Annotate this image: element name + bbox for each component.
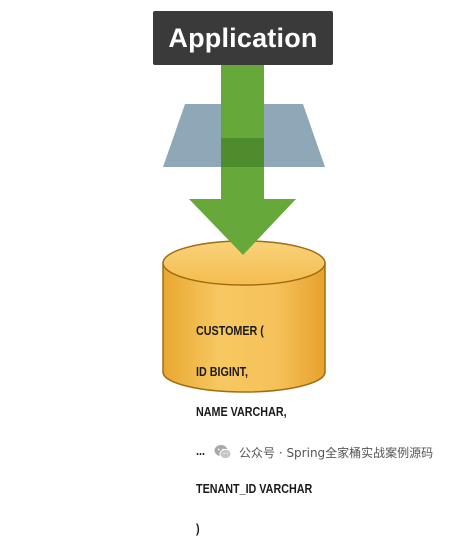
- footer-watermark: 公众号 · Spring全家桶实战案例源码: [213, 442, 433, 462]
- arrow-shaft-overlap: [221, 138, 264, 167]
- schema-line-name: NAME VARCHAR,: [196, 405, 287, 419]
- schema-line-table: CUSTOMER (: [196, 324, 264, 338]
- application-label: Application: [168, 22, 318, 53]
- arrow-head: [189, 199, 296, 255]
- schema-line-close: ): [196, 522, 200, 536]
- cylinder-body: [162, 262, 326, 393]
- schema-line-ellipsis: ...: [196, 443, 205, 458]
- schema-line-tenant-id: TENANT_ID VARCHAR: [196, 481, 313, 496]
- application-box: Application: [153, 11, 333, 65]
- schema-line-id: ID BIGINT,: [196, 364, 248, 379]
- footer-text: 公众号 · Spring全家桶实战案例源码: [239, 445, 434, 460]
- diagram-canvas: [162, 65, 326, 393]
- green-arrow: [189, 65, 296, 255]
- database-schema-text: CUSTOMER ( ID BIGINT, NAME VARCHAR, ... …: [196, 298, 312, 550]
- arrow-shaft: [221, 65, 264, 199]
- wechat-icon: [214, 445, 232, 460]
